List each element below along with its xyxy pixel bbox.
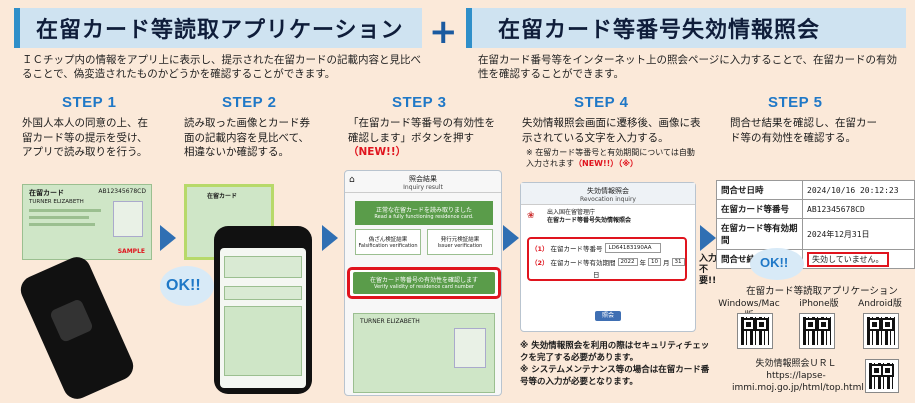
card-number: AB12345678CD <box>98 188 146 195</box>
step3-new: （NEW!!） <box>348 146 407 158</box>
step3-text: 「在留カード等番号の有効性を確認します」ボタンを押す <box>348 117 495 144</box>
qr-code-android-icon[interactable] <box>863 313 899 349</box>
step5-ok-bubble <box>750 248 804 280</box>
right-intro: 在留カード番号等をインターネット上の照会ページに入力することで、在留カードの有効… <box>478 54 898 80</box>
card-number-input[interactable]: LD64183190AA <box>604 243 661 253</box>
step5-label: STEP 5 <box>768 94 823 111</box>
left-title: 在留カード等読取アプリケーション <box>36 18 404 43</box>
step3-desc: 「在留カード等番号の有効性を確認します」ボタンを押す （NEW!!） <box>348 116 498 160</box>
no-input-needed-note: 入力不要!! <box>699 254 718 286</box>
url-line-1: https://lapse- <box>766 371 826 381</box>
url-block: 失効情報照会ＵＲＬ https://lapse- immi.moj.go.jp/… <box>732 358 864 394</box>
year-input[interactable]: 2022 <box>617 258 638 266</box>
arrow-4-icon <box>700 225 716 251</box>
residence-card-image: 在留カード AB12345678CD TURNER ELIZABETH SAMP… <box>22 184 152 260</box>
apps-title: 在留カード等読取アプリケーション <box>746 286 898 297</box>
agency-emblem-icon: ❀ <box>527 211 535 221</box>
step4-desc: 失効情報照会画面に遷移後、画像に表示されている文字を入力する。 ※ 在留カード等… <box>522 116 702 169</box>
arrow-1-icon <box>160 225 176 251</box>
step4-row1: （1）在留カード等番号 LD64183190AA <box>531 243 661 253</box>
left-header: 在留カード等読取アプリケーション <box>14 8 422 48</box>
step4-note: ※ 在留カード等番号と有効期間については自動入力されます（NEW!!）（※） <box>526 148 695 168</box>
card-photo-icon <box>113 201 143 237</box>
day-input[interactable]: 31 <box>671 258 685 266</box>
nfc-chip-icon <box>49 298 94 344</box>
arrow-2-icon <box>322 225 338 251</box>
month-input[interactable]: 10 <box>648 258 662 266</box>
step2-ok-bubble <box>160 266 214 306</box>
step2-phone <box>214 226 312 394</box>
step4-notes: ※ 失効情報照会を利用の際はセキュリティチェックを完了する必要があります。 ※ … <box>520 340 712 388</box>
result-status: 失効していません。 <box>807 251 889 267</box>
step1-text: 外国人本人の同意の上、在留カード等の提示を受け、アプリで読み取りを行う。 <box>22 117 148 158</box>
left-intro: ＩＣチップ内の情報をアプリ上に表示し、提示された在留カードの記載内容と見比べるこ… <box>22 54 421 80</box>
step4-text: 失効情報照会画面に遷移後、画像に表示されている文字を入力する。 <box>522 117 701 144</box>
step5-ok: OK!! <box>760 255 789 270</box>
inquiry-submit-button[interactable]: 照会 <box>595 311 621 321</box>
iphone-label: iPhone版 <box>799 299 839 309</box>
card-title: 在留カード <box>29 189 64 197</box>
step4-note-2: ※ システムメンテナンス等の場合は在留カード番号等の入力が必要となります。 <box>520 365 710 387</box>
card-photo-icon <box>454 328 486 368</box>
phone-reading-card <box>16 252 138 403</box>
step4-agency-block: 出入国在留管理庁在留カード等番号失効情報照会 <box>547 209 632 224</box>
step3-card-preview: TURNER ELIZABETH <box>353 313 495 393</box>
step4-label: STEP 4 <box>574 94 629 111</box>
card-sample-mark: SAMPLE <box>117 248 145 255</box>
plus-sign: + <box>429 12 458 52</box>
arrow-3-icon <box>503 225 519 251</box>
qr-code-iphone-icon[interactable] <box>799 313 835 349</box>
step2-phone-screen <box>220 248 306 388</box>
table-row: 問合せ結果失効していません。 <box>716 249 915 269</box>
right-header: 在留カード等番号失効情報照会 <box>466 8 906 48</box>
home-icon: ⌂ <box>349 175 355 185</box>
step1-label: STEP 1 <box>62 94 117 111</box>
step2-text: 読み取った画像とカード券面の記載内容を見比べて、相違ないか確認する。 <box>184 117 310 158</box>
step2-ok: OK!! <box>166 277 201 294</box>
android-label: Android版 <box>858 299 902 309</box>
step4-input-frame <box>527 237 687 281</box>
qr-code-url-icon[interactable] <box>865 359 899 393</box>
step4-note-1: ※ 失効情報照会を利用の際はセキュリティチェックを完了する必要があります。 <box>520 341 710 363</box>
qr-code-windows-icon[interactable] <box>737 313 773 349</box>
url-line-2: immi.moj.go.jp/html/top.html <box>732 383 864 393</box>
day-unit: 日 <box>593 271 600 279</box>
url-title: 失効情報照会ＵＲＬ <box>755 359 837 369</box>
right-title: 在留カード等番号失効情報照会 <box>498 18 821 43</box>
step2-label: STEP 2 <box>222 94 277 111</box>
step5-text: 問合せ結果を確認し、在留カード等の有効性を確認する。 <box>730 117 877 144</box>
card-name: TURNER ELIZABETH <box>29 199 84 205</box>
step3-label: STEP 3 <box>392 94 447 111</box>
